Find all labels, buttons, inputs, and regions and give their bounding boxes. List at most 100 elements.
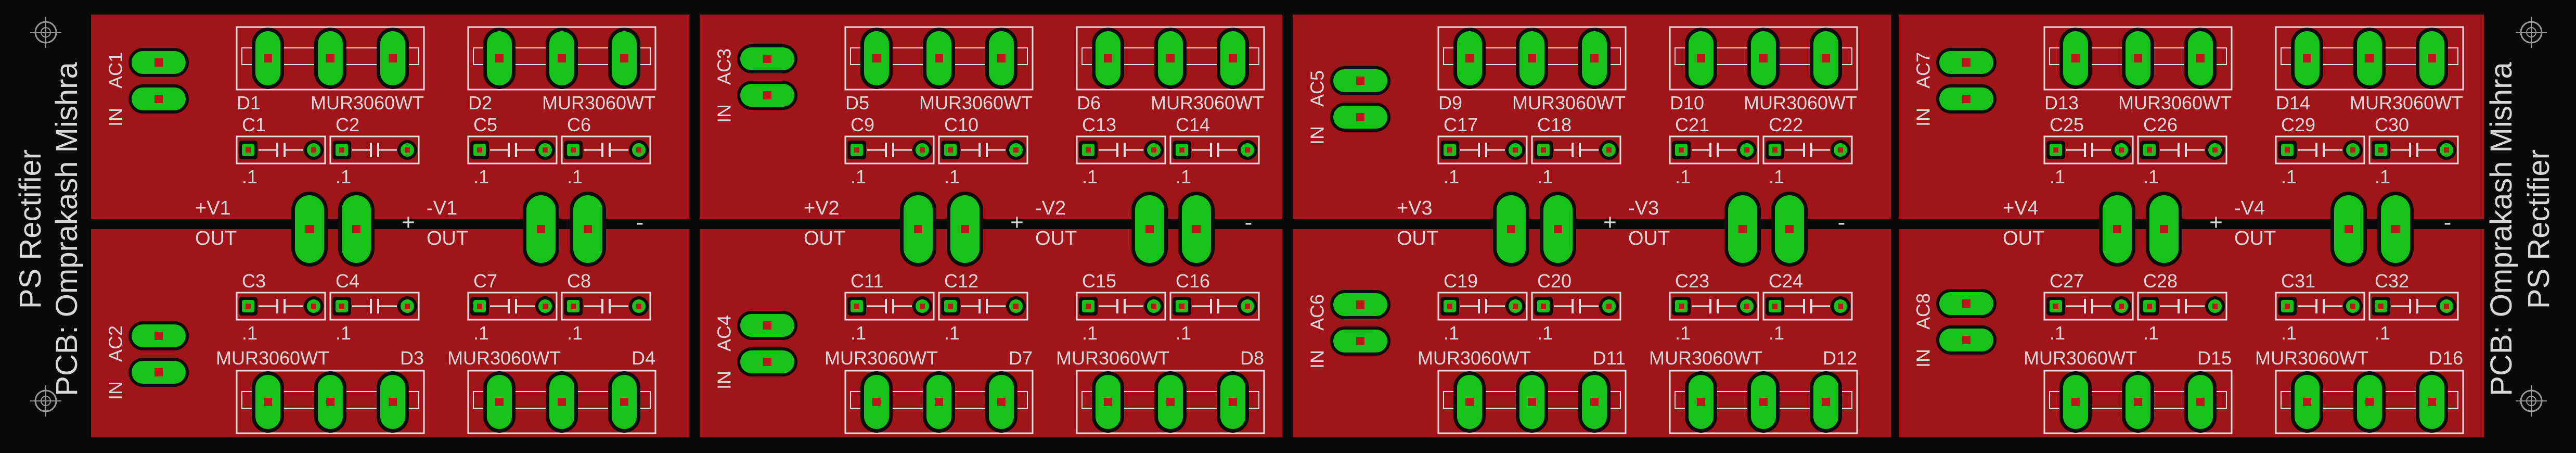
pad <box>2184 371 2217 433</box>
pad-drill <box>326 54 334 62</box>
pad-drill <box>1759 398 1768 406</box>
pad <box>2278 141 2297 159</box>
capacitor-value: .1 <box>1444 322 1459 344</box>
pad-drill <box>2134 398 2142 406</box>
capacitor-footprint <box>1531 135 1621 165</box>
pad-drill <box>1962 58 1970 67</box>
pad-drill <box>961 225 969 233</box>
pad-drill <box>1507 225 1515 233</box>
pad <box>847 297 866 316</box>
pad-drill <box>1822 398 1830 406</box>
diode-ref: D13 <box>2044 92 2079 114</box>
capacitor-outline <box>1531 135 1621 165</box>
ac-input-label: AC6 <box>1307 294 1328 331</box>
pad-drill <box>2053 304 2058 309</box>
pad-drill <box>405 147 410 153</box>
pad-drill <box>1013 147 1019 153</box>
capacitor-footprint <box>1076 292 1166 321</box>
diode-outline <box>1437 370 1627 434</box>
out-label: OUT <box>1035 228 1077 249</box>
diode-ref: D7 <box>1009 347 1033 369</box>
pad <box>546 371 578 433</box>
pad-drill <box>1541 304 1546 309</box>
capacitor-ref: C1 <box>242 114 266 135</box>
pad <box>608 371 640 433</box>
ac-input-label: AC3 <box>714 48 735 85</box>
capacitor-ref: C11 <box>851 270 883 292</box>
pad <box>332 141 351 159</box>
pad-drill <box>1151 304 1156 309</box>
pad-drill <box>763 55 771 63</box>
pad-drill <box>1179 304 1184 309</box>
pad <box>314 371 346 433</box>
pad <box>1440 141 1459 159</box>
pad-drill <box>1104 398 1112 406</box>
capacitor-value: .1 <box>1769 322 1784 344</box>
capacitor-ref: C26 <box>2143 114 2178 135</box>
pad-drill <box>537 225 545 233</box>
pad <box>1578 371 1611 433</box>
pad-drill <box>1104 54 1112 62</box>
capacitor-outline <box>329 292 420 321</box>
pad-drill <box>1465 54 1474 62</box>
capacitor-outline <box>1531 292 1621 321</box>
capacitor-ref: C13 <box>1082 114 1116 135</box>
output-rail-label: +V1 <box>195 197 231 219</box>
capacitor-value: .1 <box>851 166 866 187</box>
pad-drill <box>763 91 771 99</box>
diode-outline <box>1437 26 1627 91</box>
diode-outline <box>844 26 1034 91</box>
pad-drill <box>2119 304 2124 309</box>
pad <box>912 296 932 316</box>
capacitor-value: .1 <box>2375 322 2390 344</box>
pad <box>629 140 649 160</box>
pad-drill <box>1356 113 1364 121</box>
capacitor-ref: C15 <box>1082 270 1116 292</box>
pad-drill <box>495 398 504 406</box>
pad <box>470 297 489 316</box>
capacitor-outline <box>1169 292 1260 321</box>
capacitor-value: .1 <box>336 322 351 344</box>
capacitor-footprint <box>1531 292 1621 321</box>
pad <box>1599 140 1619 160</box>
pad-drill <box>558 54 566 62</box>
diode-part: MUR3060WT <box>2350 92 2463 114</box>
pad-drill <box>558 398 566 406</box>
diode-part: MUR3060WT <box>311 92 424 114</box>
capacitor-value: .1 <box>1537 322 1553 344</box>
diode-footprint <box>844 26 1034 91</box>
polarity-label: - <box>1245 210 1253 235</box>
diode-ref: D3 <box>400 347 424 369</box>
diode-ref: D4 <box>632 347 655 369</box>
pad-drill <box>311 147 316 153</box>
diode-part: MUR3060WT <box>1512 92 1626 114</box>
diode-outline <box>1669 370 1858 434</box>
capacitor-ref: C4 <box>336 270 359 292</box>
capacitor-outline <box>2043 292 2134 321</box>
pad <box>128 321 189 350</box>
pad-drill <box>1772 304 1778 309</box>
pad-drill <box>154 368 163 376</box>
diode-footprint <box>236 26 425 91</box>
pad <box>1831 296 1850 316</box>
pad-drill <box>311 304 316 309</box>
pad <box>1747 371 1780 433</box>
pad-drill <box>620 54 628 62</box>
capacitor-value: .1 <box>1444 166 1459 187</box>
pad-drill <box>2350 147 2355 153</box>
capacitor-ref: C31 <box>2281 270 2315 292</box>
pad-drill <box>154 58 163 67</box>
diode-footprint <box>236 370 425 434</box>
pad <box>1144 140 1164 160</box>
pad <box>1217 28 1249 89</box>
pad <box>252 371 284 433</box>
diode-outline <box>2043 370 2233 434</box>
pad-drill <box>636 304 641 309</box>
pad <box>304 296 324 316</box>
pad-drill <box>1962 336 1970 344</box>
pad <box>483 371 516 433</box>
capacitor-value: .1 <box>2281 166 2297 187</box>
diode-part: MUR3060WT <box>216 347 329 369</box>
diode-part: MUR3060WT <box>1649 347 1762 369</box>
